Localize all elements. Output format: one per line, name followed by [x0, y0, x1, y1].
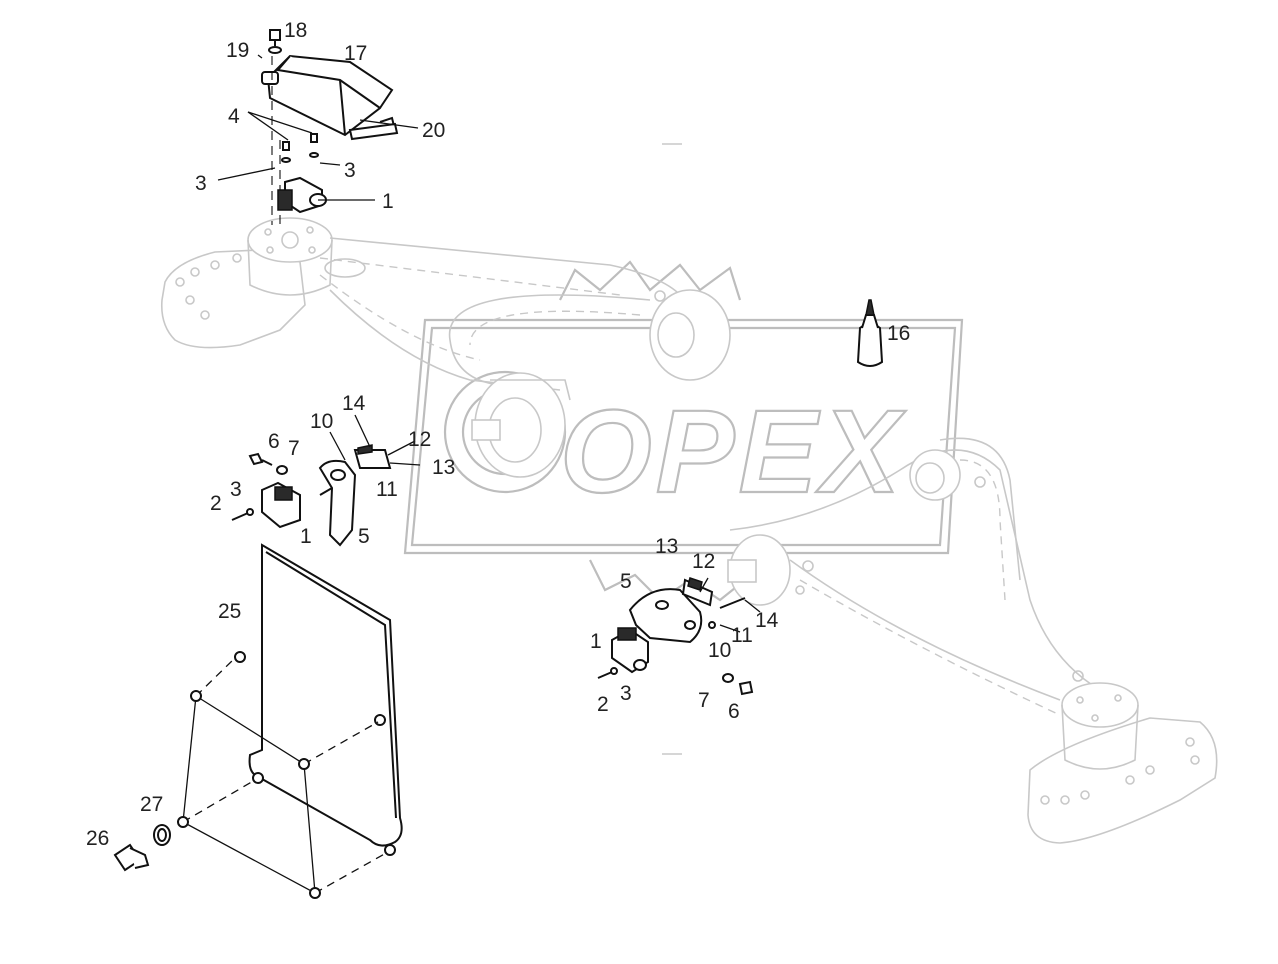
callout-3: 3	[620, 682, 632, 705]
callout-25: 25	[218, 600, 241, 623]
callout-14: 14	[342, 392, 366, 415]
callout-12: 12	[408, 428, 431, 451]
callout-11: 11	[731, 624, 753, 647]
callout-18: 18	[284, 19, 307, 42]
callout-7: 7	[288, 437, 300, 460]
callout-6: 6	[728, 700, 740, 723]
callout-4: 4	[228, 105, 240, 128]
callout-2: 2	[597, 693, 609, 716]
callout-16: 16	[887, 322, 910, 345]
leader-lines	[217, 54, 761, 633]
callout-11: 11	[376, 478, 398, 501]
callout-3: 3	[344, 159, 356, 182]
watermark-logo: OPEX	[403, 260, 964, 602]
callout-1: 1	[590, 630, 602, 653]
callout-3: 3	[195, 172, 207, 195]
callout-17: 17	[344, 42, 367, 65]
callout-13: 13	[655, 535, 678, 558]
top-sensor-assembly	[261, 29, 399, 225]
watermark-text: OPEX	[560, 386, 906, 518]
sealant-bottle	[856, 299, 884, 367]
callout-2: 2	[210, 492, 222, 515]
callout-14: 14	[755, 609, 779, 632]
callout-19: 19	[226, 39, 249, 62]
cover-plate-assembly	[113, 543, 403, 899]
callout-7: 7	[698, 689, 710, 712]
callout-3: 3	[230, 478, 242, 501]
callout-5: 5	[620, 570, 632, 593]
callout-10: 10	[310, 410, 333, 433]
callout-26: 26	[86, 827, 109, 850]
callout-6: 6	[268, 430, 280, 453]
callout-10: 10	[708, 639, 731, 662]
callout-5: 5	[358, 525, 370, 548]
callout-13: 13	[432, 456, 455, 479]
callout-20: 20	[422, 119, 445, 142]
left-sensor-assembly	[231, 444, 392, 547]
callout-labels: 18 19 17 4 20 3 3 1 16 14 10 12 6 7 13 3…	[86, 19, 910, 850]
right-sensor-assembly	[597, 577, 754, 696]
callout-1: 1	[382, 190, 394, 213]
callout-27: 27	[140, 793, 163, 816]
callout-1: 1	[300, 525, 312, 548]
axle-frame	[160, 143, 1218, 844]
callout-12: 12	[692, 550, 715, 573]
